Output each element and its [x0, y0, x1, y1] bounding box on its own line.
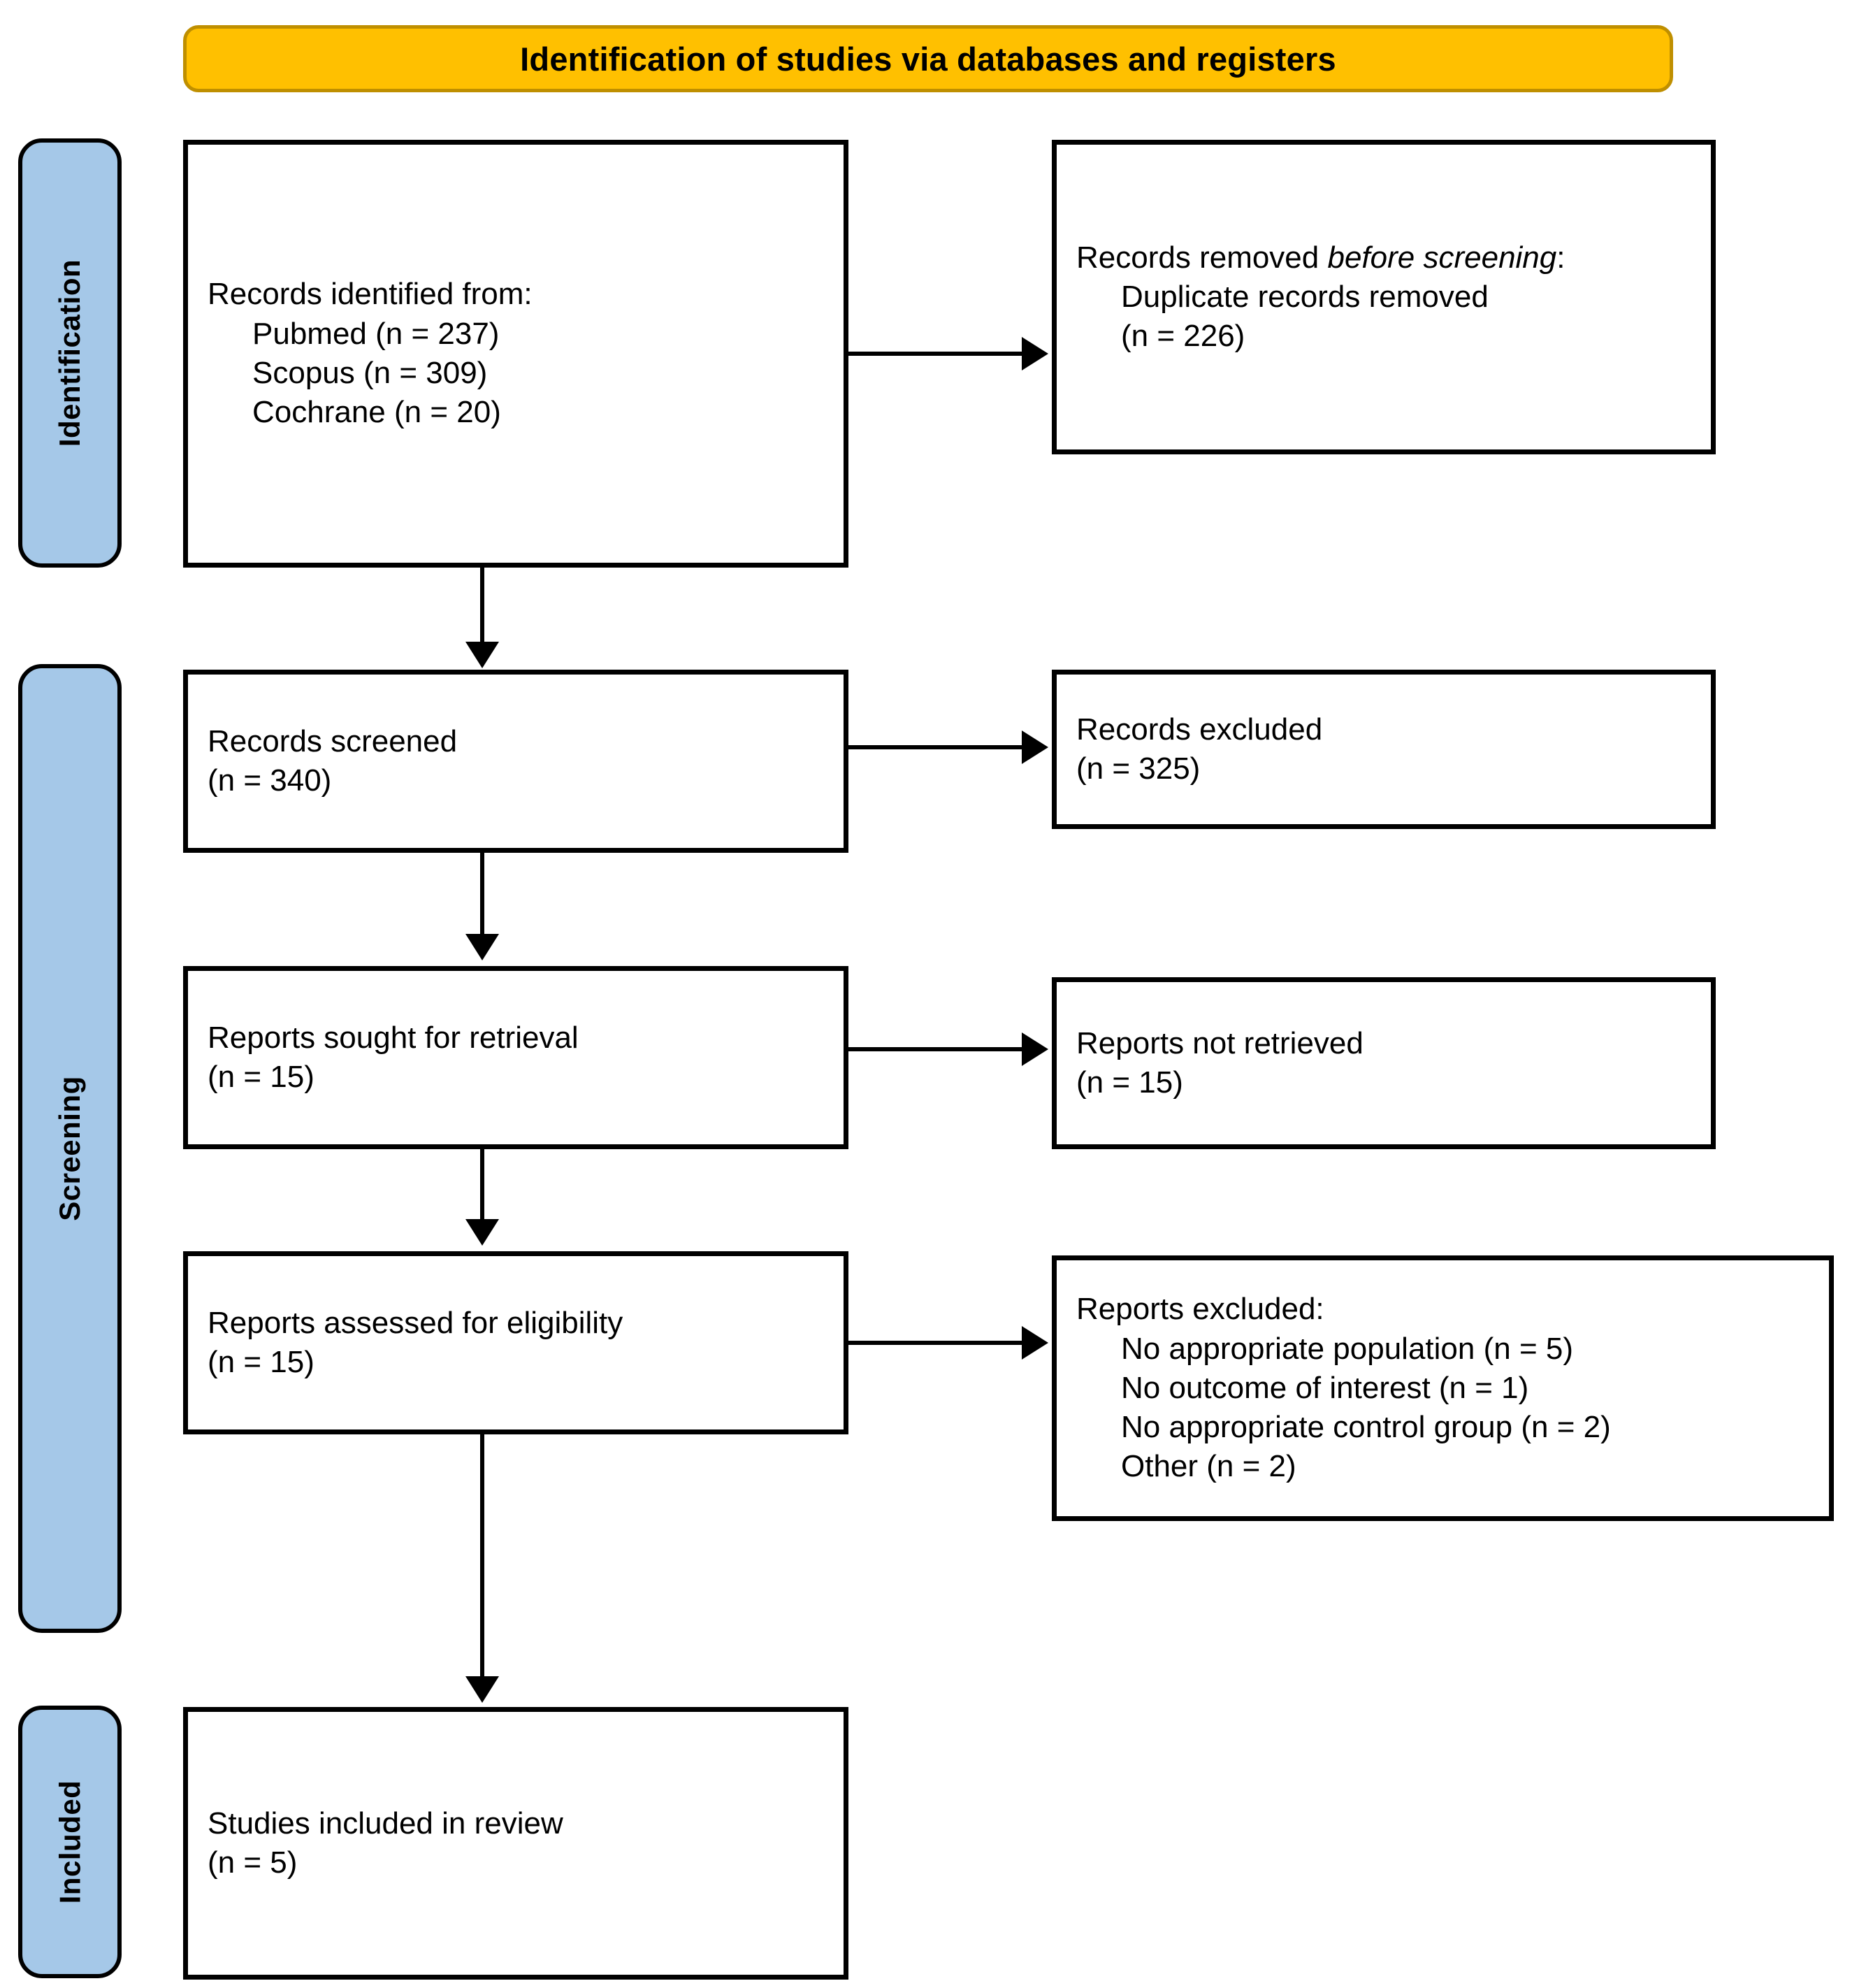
records-removed-heading-post: : [1556, 240, 1565, 275]
reports-assessed-count: (n = 15) [208, 1345, 314, 1379]
node-records-screened-text: Records screened (n = 340) [188, 722, 844, 801]
reports-not-retrieved-label: Reports not retrieved [1076, 1025, 1364, 1060]
records-removed-heading: Records removed before screening: [1076, 238, 1691, 278]
node-records-removed-before-screening: Records removed before screening: Duplic… [1052, 140, 1716, 454]
arrowhead-assessed-to-reports-excluded [1022, 1326, 1048, 1360]
reports-excluded-reason-population: No appropriate population (n = 5) [1121, 1331, 1573, 1366]
reports-sought-count: (n = 15) [208, 1060, 314, 1094]
node-studies-included-in-review: Studies included in review (n = 5) [183, 1707, 848, 1980]
phase-label-screening-text: Screening [53, 1076, 87, 1221]
connector-sought-to-assessed [480, 1149, 484, 1223]
node-reports-not-retrieved: Reports not retrieved (n = 15) [1052, 977, 1716, 1149]
phase-label-screening: Screening [18, 664, 122, 1633]
reports-excluded-heading: Reports excluded: [1076, 1292, 1324, 1327]
arrowhead-screened-to-sought [465, 934, 499, 960]
arrowhead-identified-to-removed [1022, 337, 1048, 370]
node-reports-excluded-text: Reports excluded: No appropriate populat… [1057, 1290, 1829, 1487]
records-identified-source-cochrane: Cochrane (n = 20) [252, 395, 501, 430]
records-removed-heading-pre: Records removed [1076, 240, 1328, 275]
node-records-identified: Records identified from: Pubmed (n = 237… [183, 140, 848, 568]
node-reports-assessed-for-eligibility: Reports assessed for eligibility (n = 15… [183, 1251, 848, 1434]
node-reports-sought-text: Reports sought for retrieval (n = 15) [188, 1018, 844, 1097]
records-excluded-count: (n = 325) [1076, 751, 1201, 786]
phase-label-identification-text: Identification [53, 259, 86, 447]
node-reports-assessed-text: Reports assessed for eligibility (n = 15… [188, 1304, 844, 1383]
phase-label-included-text: Included [53, 1780, 86, 1904]
duplicate-records-removed-label: Duplicate records removed [1121, 279, 1489, 314]
reports-excluded-reason-other: Other (n = 2) [1121, 1449, 1296, 1484]
node-records-removed-text: Records removed before screening: Duplic… [1057, 238, 1711, 356]
node-reports-sought-for-retrieval: Reports sought for retrieval (n = 15) [183, 966, 848, 1149]
diagram-header-banner: Identification of studies via databases … [183, 25, 1673, 92]
records-screened-label: Records screened [208, 723, 458, 758]
reports-assessed-label: Reports assessed for eligibility [208, 1305, 623, 1340]
studies-included-label: Studies included in review [208, 1806, 563, 1841]
connector-assessed-to-included [480, 1434, 484, 1680]
records-identified-source-pubmed: Pubmed (n = 237) [252, 316, 500, 351]
node-reports-excluded: Reports excluded: No appropriate populat… [1052, 1255, 1834, 1521]
arrowhead-sought-to-not-retrieved [1022, 1032, 1048, 1066]
records-removed-heading-emphasis: before screening [1327, 240, 1557, 275]
node-reports-not-retrieved-text: Reports not retrieved (n = 15) [1057, 1024, 1711, 1103]
reports-not-retrieved-count: (n = 15) [1076, 1065, 1183, 1100]
records-screened-count: (n = 340) [208, 763, 332, 798]
records-excluded-label: Records excluded [1076, 712, 1323, 747]
reports-excluded-reason-outcome: No outcome of interest (n = 1) [1121, 1370, 1529, 1405]
arrowhead-screened-to-excluded [1022, 730, 1048, 764]
records-identified-source-scopus: Scopus (n = 309) [252, 356, 488, 390]
reports-sought-label: Reports sought for retrieval [208, 1020, 579, 1055]
connector-screened-to-sought [480, 853, 484, 938]
records-identified-heading: Records identified from: [208, 277, 533, 312]
duplicate-records-removed-count: (n = 226) [1121, 319, 1245, 354]
studies-included-count: (n = 5) [208, 1845, 298, 1880]
arrowhead-identified-to-screened [465, 642, 499, 668]
node-records-excluded-text: Records excluded (n = 325) [1057, 710, 1711, 789]
arrowhead-sought-to-assessed [465, 1219, 499, 1246]
connector-assessed-to-reports-excluded [848, 1341, 1025, 1345]
diagram-title: Identification of studies via databases … [520, 40, 1336, 78]
node-records-identified-text: Records identified from: Pubmed (n = 237… [188, 275, 844, 432]
arrowhead-assessed-to-included [465, 1676, 499, 1703]
connector-identified-to-screened [480, 568, 484, 646]
node-records-excluded: Records excluded (n = 325) [1052, 670, 1716, 829]
phase-label-identification: Identification [18, 138, 122, 568]
reports-excluded-reason-control-group: No appropriate control group (n = 2) [1121, 1410, 1611, 1445]
node-records-screened: Records screened (n = 340) [183, 670, 848, 853]
node-studies-included-text: Studies included in review (n = 5) [188, 1804, 844, 1883]
phase-label-included: Included [18, 1706, 122, 1978]
connector-sought-to-not-retrieved [848, 1047, 1025, 1051]
connector-screened-to-excluded [848, 745, 1025, 749]
connector-identified-to-removed [848, 352, 1025, 356]
